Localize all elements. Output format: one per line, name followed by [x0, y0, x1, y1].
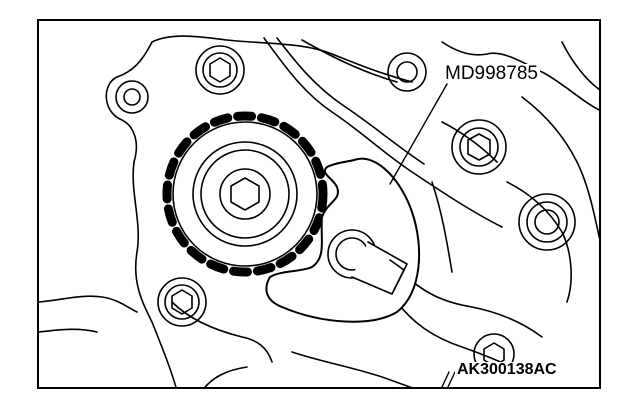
- leader-line: [389, 83, 448, 185]
- sprocket: [162, 111, 328, 277]
- boss-top-center: [387, 52, 427, 92]
- engine-line-drawing: [39, 35, 599, 387]
- casting-outline: [39, 35, 599, 387]
- bolt-top-left: [195, 45, 245, 95]
- boss-left: [115, 80, 149, 114]
- stud-right: [518, 193, 576, 251]
- code-slash-1: [441, 371, 450, 387]
- special-tool: [265, 157, 421, 323]
- bolt-upper-right: [451, 119, 507, 175]
- figure-code-label: AK300138AC: [455, 361, 559, 378]
- code-slash-2: [447, 371, 456, 387]
- tool-number-label: MD998785: [443, 63, 540, 84]
- bolt-lower-left: [157, 277, 207, 327]
